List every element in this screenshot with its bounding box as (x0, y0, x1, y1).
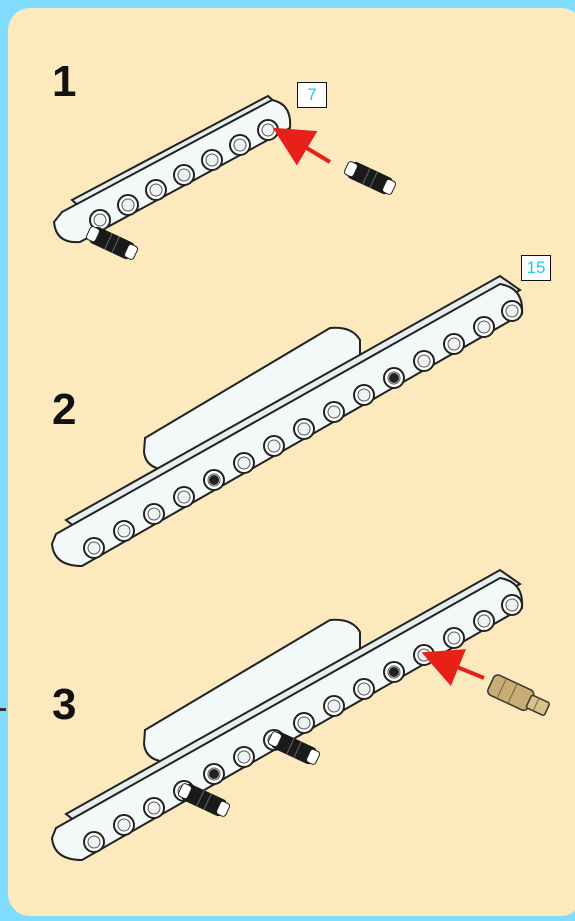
friction-pin-icon (343, 159, 398, 197)
friction-pin-icon (85, 224, 140, 262)
beam-15-icon (52, 276, 522, 566)
edge-mark (0, 708, 6, 711)
beam-15-icon (52, 570, 522, 860)
beam-7-icon (54, 96, 290, 242)
instruction-panel: 1 2 3 7 15 (8, 8, 575, 916)
assembly-illustration (8, 8, 575, 916)
insert-arrow-icon (440, 660, 484, 678)
axle-pin-icon (486, 673, 551, 719)
insert-arrow-icon (290, 138, 330, 162)
